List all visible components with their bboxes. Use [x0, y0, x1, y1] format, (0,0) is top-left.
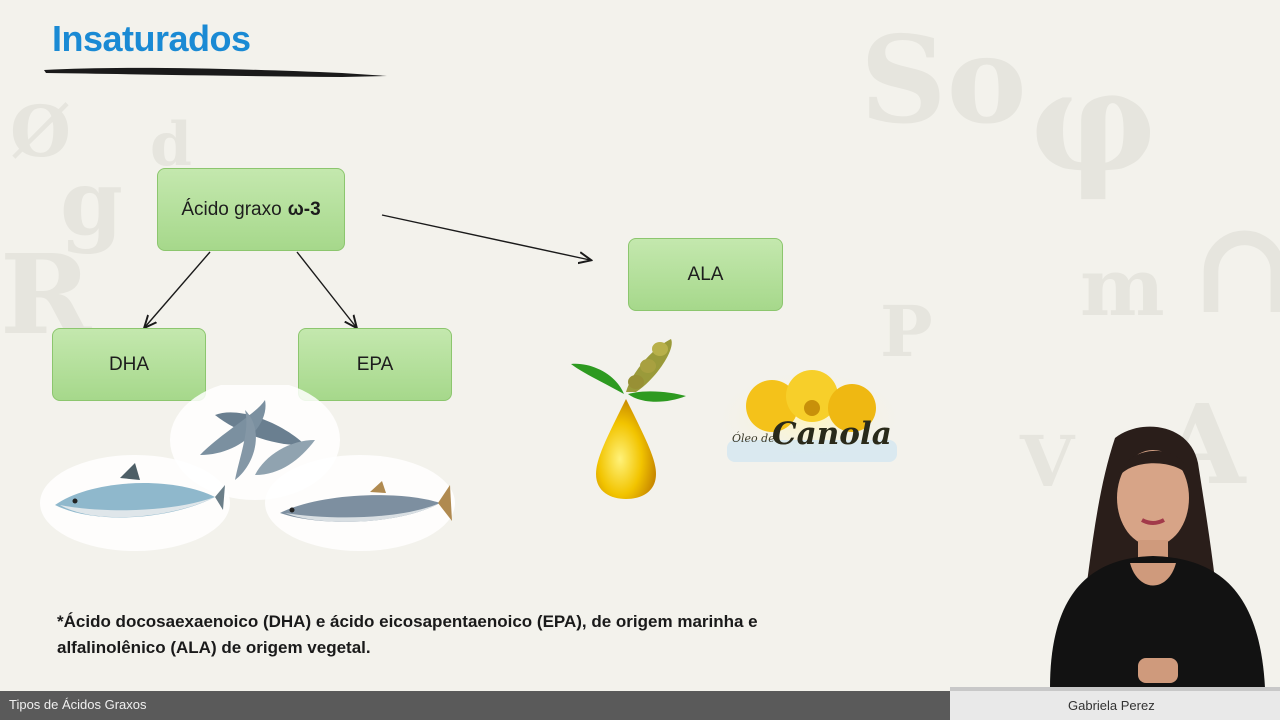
presenter-video — [1020, 418, 1280, 688]
epa-label: EPA — [357, 354, 394, 376]
canola-label: Canola — [772, 416, 892, 452]
footnote-line-2: alfalinolênico (ALA) de origem vegetal. — [57, 635, 857, 661]
footnote: *Ácido docosaexaenoico (DHA) e ácido eic… — [57, 609, 857, 661]
ala-label: ALA — [688, 264, 724, 286]
ala-box: ALA — [628, 238, 783, 311]
presenter-name-bar: Gabriela Perez — [950, 687, 1280, 720]
plant-oil-image — [566, 334, 696, 504]
omega3-emphasis: ω-3 — [288, 199, 321, 221]
arrow-to-epa — [297, 252, 356, 327]
canola-oil-image: Óleo de Canola — [712, 368, 907, 473]
canola-prefix: Óleo de — [732, 432, 775, 445]
arrow-to-dha — [145, 252, 210, 327]
omega3-box: Ácido graxo ω-3 — [157, 168, 345, 251]
dha-label: DHA — [109, 354, 149, 376]
fish-image — [40, 385, 460, 555]
presenter-name: Gabriela Perez — [1068, 698, 1155, 713]
arrow-to-ala — [382, 215, 590, 260]
lesson-title: Tipos de Ácidos Graxos — [9, 697, 147, 712]
footnote-line-1: *Ácido docosaexaenoico (DHA) e ácido eic… — [57, 609, 857, 635]
omega3-label: Ácido graxo — [181, 199, 281, 221]
